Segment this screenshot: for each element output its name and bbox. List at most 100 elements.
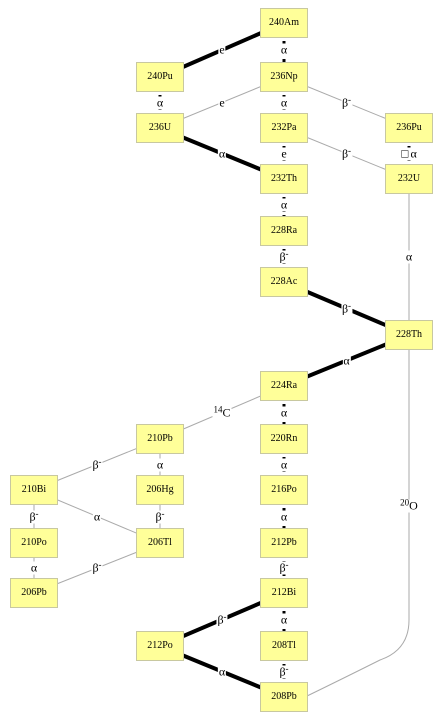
edge-label-Am240-to-Np236: α bbox=[279, 42, 289, 57]
edge-label-text: e bbox=[219, 42, 225, 57]
edge-label-text: α bbox=[410, 146, 417, 160]
edge-label-text: β bbox=[155, 509, 162, 523]
edge-label-Ra224-to-Pb210: 14C bbox=[212, 404, 232, 419]
edge-label-Pu236-to-U232: □α bbox=[400, 147, 418, 160]
edge-label-superscript: - bbox=[348, 300, 352, 310]
edge-label-text: α bbox=[280, 612, 288, 626]
edge-Th228-to-Pb208 bbox=[304, 350, 410, 698]
edge-label-text: β bbox=[341, 301, 349, 315]
edge-label-text: α bbox=[280, 405, 288, 419]
edge-label-Hg206-to-Tl206: β- bbox=[154, 508, 166, 523]
edge-label-Th228-to-Pb208: 20O bbox=[399, 497, 419, 513]
edge-label-Bi210-to-Tl206: α bbox=[92, 509, 102, 523]
edge-label-text: α bbox=[218, 664, 226, 678]
edge-label-text: β bbox=[279, 664, 286, 678]
edge-label-Pa232-to-Th232: e bbox=[280, 146, 288, 160]
edge-label-Po216-to-Pb212: α bbox=[279, 509, 289, 523]
edge-label-Np236-to-Pa232: α bbox=[279, 95, 289, 109]
edge-label-superscript: - bbox=[98, 559, 102, 570]
edge-label-U232-to-Th228: α bbox=[404, 249, 414, 264]
edge-label-text: O bbox=[409, 498, 418, 513]
edge-label-text: α bbox=[93, 509, 101, 523]
edge-label-Pu240-to-Am240: e bbox=[218, 42, 226, 57]
edge-label-Tl208-to-Pb208: β- bbox=[278, 663, 290, 678]
edge-label-superscript: - bbox=[98, 456, 102, 466]
edge-label-text: e bbox=[219, 95, 225, 109]
edge-label-text: α bbox=[280, 457, 288, 471]
edge-label-text: α bbox=[343, 353, 350, 367]
edge-label-text: e bbox=[281, 146, 287, 160]
edge-label-Np236-to-Pu236: β- bbox=[340, 94, 353, 109]
edge-label-text: β bbox=[341, 95, 349, 109]
edge-marker: □ bbox=[401, 146, 409, 160]
edge-label-text: β bbox=[92, 560, 99, 575]
edge-label-text: α bbox=[30, 560, 38, 575]
edge-label-text: α bbox=[280, 95, 288, 109]
edge-label-Po210-to-Pb206: α bbox=[29, 560, 39, 575]
edge-label-text: β bbox=[29, 509, 36, 523]
edge-label-text: β bbox=[92, 457, 99, 471]
edge-label-Pb210-to-Bi210: β- bbox=[91, 456, 103, 471]
edge-label-text: α bbox=[280, 42, 288, 57]
edge-label-superscript: - bbox=[285, 248, 289, 258]
edge-label-prefix: 14 bbox=[213, 404, 223, 414]
edge-label-Pa232-to-U232: β- bbox=[340, 145, 353, 160]
edge-label-Pb210-to-Hg206: α bbox=[155, 457, 165, 471]
edge-label-Bi212-to-Po212: β- bbox=[216, 611, 228, 626]
edge-label-text: α bbox=[405, 249, 413, 264]
edge-label-U236-to-Th232: α bbox=[217, 147, 227, 160]
edge-label-text: α bbox=[156, 457, 164, 471]
edge-label-text: α bbox=[156, 95, 164, 109]
edge-label-superscript: - bbox=[223, 611, 227, 621]
edge-label-prefix: 20 bbox=[400, 497, 410, 508]
edge-label-text: C bbox=[222, 405, 231, 419]
edge-label-Ac228-to-Th228: β- bbox=[340, 300, 353, 315]
edge-label-U236-to-Np236: e bbox=[218, 95, 226, 109]
edge-label-Ra224-to-Rn220: α bbox=[279, 405, 289, 419]
edge-label-Pb212-to-Bi212: β- bbox=[278, 560, 290, 575]
edge-label-text: α bbox=[280, 197, 288, 212]
edge-label-Po212-to-Pb208: α bbox=[217, 664, 227, 678]
edge-label-text: β bbox=[279, 560, 286, 575]
edge-label-Rn220-to-Po216: α bbox=[279, 457, 289, 471]
edge-label-Th228-to-Ra224: α bbox=[342, 353, 351, 367]
edge-label-superscript: - bbox=[348, 94, 352, 104]
edge-label-text: α bbox=[280, 509, 288, 523]
edge-label-Bi212-to-Tl208: α bbox=[279, 612, 289, 626]
edge-label-superscript: - bbox=[161, 508, 165, 518]
edge-label-text: β bbox=[217, 612, 224, 626]
edge-label-superscript: - bbox=[348, 145, 352, 155]
edge-label-Bi210-to-Po210: β- bbox=[28, 508, 40, 523]
edge-label-superscript: - bbox=[35, 508, 39, 518]
edge-label-Ra228-to-Ac228: β- bbox=[278, 248, 290, 263]
edge-label-Th232-to-Ra228: α bbox=[279, 197, 289, 212]
edge-label-Pu240-to-U236: α bbox=[155, 95, 165, 109]
edge-label-text: β bbox=[341, 146, 349, 160]
edge-label-superscript: - bbox=[285, 663, 289, 673]
edge-label-Tl206-to-Pb206: β- bbox=[91, 559, 103, 575]
edge-label-text: β bbox=[279, 249, 286, 263]
